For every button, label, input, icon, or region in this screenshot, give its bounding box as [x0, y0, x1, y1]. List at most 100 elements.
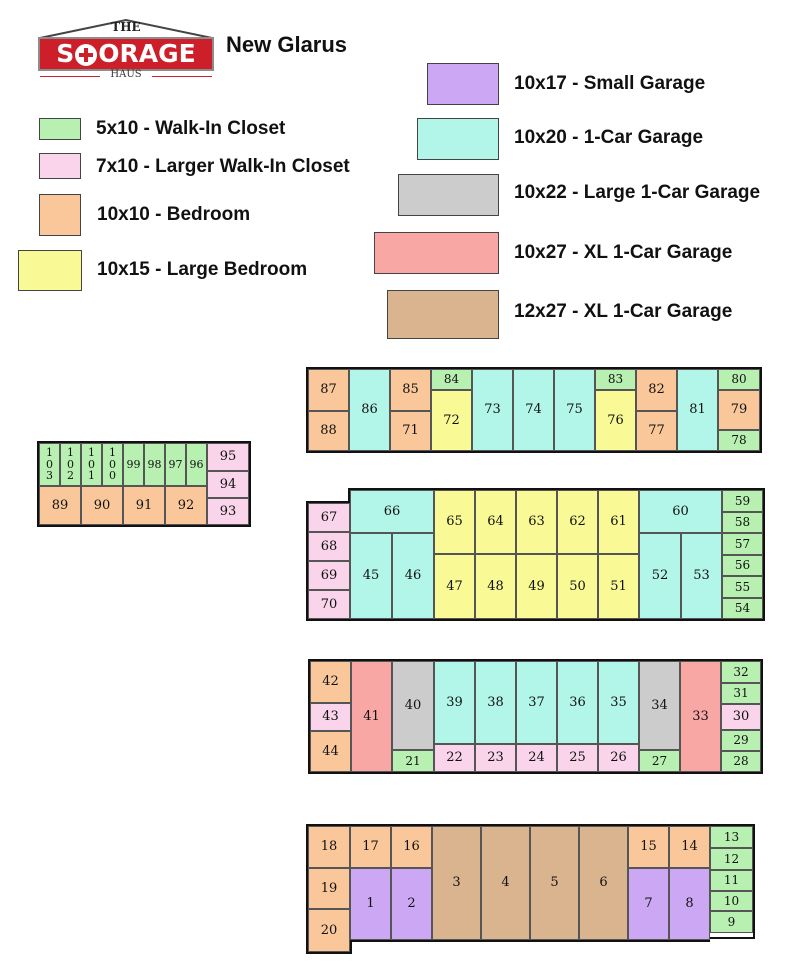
- unit-64[interactable]: 64: [475, 490, 516, 554]
- unit-33[interactable]: 33: [680, 661, 721, 772]
- unit-90[interactable]: 90: [81, 486, 123, 525]
- unit-6[interactable]: 6: [579, 826, 628, 940]
- unit-4[interactable]: 4: [481, 826, 530, 940]
- unit-32[interactable]: 32: [721, 661, 761, 683]
- unit-24[interactable]: 24: [516, 744, 557, 772]
- unit-80[interactable]: 80: [718, 369, 760, 390]
- unit-53[interactable]: 53: [681, 533, 722, 619]
- unit-42[interactable]: 42: [310, 661, 351, 703]
- unit-74[interactable]: 74: [513, 369, 554, 451]
- unit-51[interactable]: 51: [598, 554, 639, 619]
- unit-69[interactable]: 69: [308, 561, 350, 590]
- unit-31[interactable]: 31: [721, 683, 761, 704]
- unit-38[interactable]: 38: [475, 661, 516, 744]
- unit-55[interactable]: 55: [722, 576, 763, 598]
- unit-22[interactable]: 22: [434, 744, 475, 772]
- unit-88[interactable]: 88: [308, 411, 349, 451]
- unit-95[interactable]: 95: [207, 443, 249, 471]
- unit-61[interactable]: 61: [598, 490, 639, 554]
- unit-76[interactable]: 76: [595, 390, 636, 451]
- unit-62[interactable]: 62: [557, 490, 598, 554]
- unit-89[interactable]: 89: [39, 486, 81, 525]
- unit-87[interactable]: 87: [308, 369, 349, 411]
- unit-48[interactable]: 48: [475, 554, 516, 619]
- unit-84[interactable]: 84: [431, 369, 472, 390]
- unit-17[interactable]: 17: [350, 826, 391, 868]
- unit-36[interactable]: 36: [557, 661, 598, 744]
- unit-86[interactable]: 86: [349, 369, 390, 451]
- unit-18[interactable]: 18: [308, 826, 350, 868]
- unit-103[interactable]: 103: [39, 443, 60, 486]
- unit-34[interactable]: 34: [639, 661, 680, 750]
- unit-96[interactable]: 96: [186, 443, 207, 486]
- unit-91[interactable]: 91: [123, 486, 165, 525]
- unit-70[interactable]: 70: [308, 590, 350, 619]
- unit-2[interactable]: 2: [391, 868, 432, 940]
- unit-26[interactable]: 26: [598, 744, 639, 772]
- unit-3[interactable]: 3: [432, 826, 481, 940]
- unit-7[interactable]: 7: [628, 868, 669, 940]
- unit-65[interactable]: 65: [434, 490, 475, 554]
- unit-92[interactable]: 92: [165, 486, 207, 525]
- unit-28[interactable]: 28: [721, 751, 761, 772]
- unit-5[interactable]: 5: [530, 826, 579, 940]
- unit-57[interactable]: 57: [722, 533, 763, 555]
- unit-59[interactable]: 59: [722, 490, 763, 512]
- unit-40[interactable]: 40: [392, 661, 434, 750]
- unit-50[interactable]: 50: [557, 554, 598, 619]
- unit-66[interactable]: 66: [350, 490, 434, 533]
- unit-82[interactable]: 82: [636, 369, 677, 411]
- unit-45[interactable]: 45: [350, 533, 392, 619]
- unit-67[interactable]: 67: [308, 503, 350, 532]
- unit-11[interactable]: 11: [710, 870, 753, 891]
- unit-25[interactable]: 25: [557, 744, 598, 772]
- unit-100[interactable]: 100: [102, 443, 123, 486]
- unit-75[interactable]: 75: [554, 369, 595, 451]
- unit-97[interactable]: 97: [165, 443, 186, 486]
- unit-19[interactable]: 19: [308, 868, 350, 909]
- unit-15[interactable]: 15: [628, 826, 669, 868]
- unit-10[interactable]: 10: [710, 891, 753, 911]
- unit-56[interactable]: 56: [722, 555, 763, 576]
- unit-58[interactable]: 58: [722, 512, 763, 533]
- unit-8[interactable]: 8: [669, 868, 710, 940]
- unit-83[interactable]: 83: [595, 369, 636, 390]
- unit-98[interactable]: 98: [144, 443, 165, 486]
- unit-9[interactable]: 9: [710, 911, 753, 933]
- unit-41[interactable]: 41: [351, 661, 392, 772]
- unit-79[interactable]: 79: [718, 390, 760, 430]
- unit-52[interactable]: 52: [639, 533, 681, 619]
- unit-13[interactable]: 13: [710, 826, 753, 848]
- unit-54[interactable]: 54: [722, 598, 763, 619]
- unit-72[interactable]: 72: [431, 390, 472, 451]
- unit-101[interactable]: 101: [81, 443, 102, 486]
- unit-77[interactable]: 77: [636, 411, 677, 451]
- unit-68[interactable]: 68: [308, 532, 350, 561]
- unit-39[interactable]: 39: [434, 661, 475, 744]
- unit-94[interactable]: 94: [207, 471, 249, 498]
- unit-93[interactable]: 93: [207, 498, 249, 525]
- unit-46[interactable]: 46: [392, 533, 434, 619]
- unit-37[interactable]: 37: [516, 661, 557, 744]
- unit-85[interactable]: 85: [390, 369, 431, 411]
- unit-35[interactable]: 35: [598, 661, 639, 744]
- unit-20[interactable]: 20: [308, 909, 350, 952]
- unit-60[interactable]: 60: [639, 490, 722, 533]
- unit-81[interactable]: 81: [677, 369, 718, 451]
- unit-21[interactable]: 21: [392, 750, 434, 772]
- unit-16[interactable]: 16: [391, 826, 432, 868]
- unit-71[interactable]: 71: [390, 411, 431, 451]
- unit-12[interactable]: 12: [710, 848, 753, 870]
- unit-49[interactable]: 49: [516, 554, 557, 619]
- unit-47[interactable]: 47: [434, 554, 475, 619]
- unit-102[interactable]: 102: [60, 443, 81, 486]
- unit-23[interactable]: 23: [475, 744, 516, 772]
- unit-78[interactable]: 78: [718, 430, 760, 451]
- unit-30[interactable]: 30: [721, 704, 761, 730]
- unit-63[interactable]: 63: [516, 490, 557, 554]
- unit-43[interactable]: 43: [310, 703, 351, 731]
- unit-73[interactable]: 73: [472, 369, 513, 451]
- unit-27[interactable]: 27: [639, 750, 680, 772]
- unit-29[interactable]: 29: [721, 730, 761, 751]
- unit-1[interactable]: 1: [350, 868, 391, 940]
